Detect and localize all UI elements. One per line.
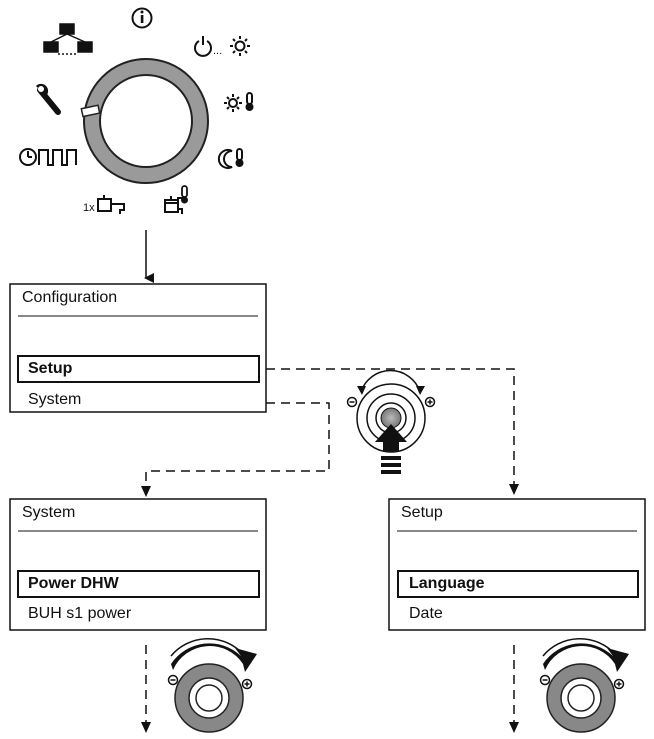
setup-selected-frame xyxy=(397,570,639,598)
connector-setup xyxy=(266,368,515,484)
setup-title: Setup xyxy=(401,504,443,521)
setup-item-date[interactable]: Date xyxy=(409,605,443,622)
tap-once-label: 1x xyxy=(83,202,95,214)
selector-dial[interactable] xyxy=(80,58,209,184)
setup-item-language[interactable]: Language xyxy=(409,575,485,592)
configuration-menu xyxy=(9,283,267,413)
moon-thermometer-icon xyxy=(217,148,244,169)
connector-system xyxy=(145,402,330,486)
dial-pointer xyxy=(80,104,101,118)
tap-thermometer-icon xyxy=(164,185,188,214)
clock-program-icon xyxy=(19,148,77,166)
config-title: Configuration xyxy=(22,289,118,306)
config-item-system[interactable]: System xyxy=(28,391,82,408)
network-icon xyxy=(43,23,93,55)
config-item-setup[interactable]: Setup xyxy=(28,360,73,377)
arrowhead-system-down xyxy=(141,722,151,733)
system-item-power-dhw[interactable]: Power DHW xyxy=(28,575,119,592)
svg-text:...: ... xyxy=(213,45,222,57)
standby-sun-icon: ... xyxy=(194,36,250,57)
info-icon xyxy=(131,7,153,29)
system-item-buh-s1-power[interactable]: BUH s1 power xyxy=(28,605,132,622)
arrowhead-system xyxy=(141,486,151,497)
config-selected-frame xyxy=(17,355,260,383)
wrench-icon xyxy=(36,83,61,115)
system-selected-frame xyxy=(17,570,260,598)
tap-once-icon: 1x xyxy=(83,195,125,214)
setup-menu xyxy=(388,498,646,631)
arrowhead-setup-down xyxy=(509,722,519,733)
arrowhead-setup xyxy=(509,484,519,495)
system-title: System xyxy=(22,504,76,521)
rotate-knob-icon[interactable] xyxy=(539,637,630,733)
system-menu xyxy=(9,498,267,631)
sun-thermometer-icon xyxy=(224,92,254,112)
rotate-knob-icon[interactable] xyxy=(167,637,258,733)
push-knob-icon[interactable] xyxy=(346,369,436,474)
